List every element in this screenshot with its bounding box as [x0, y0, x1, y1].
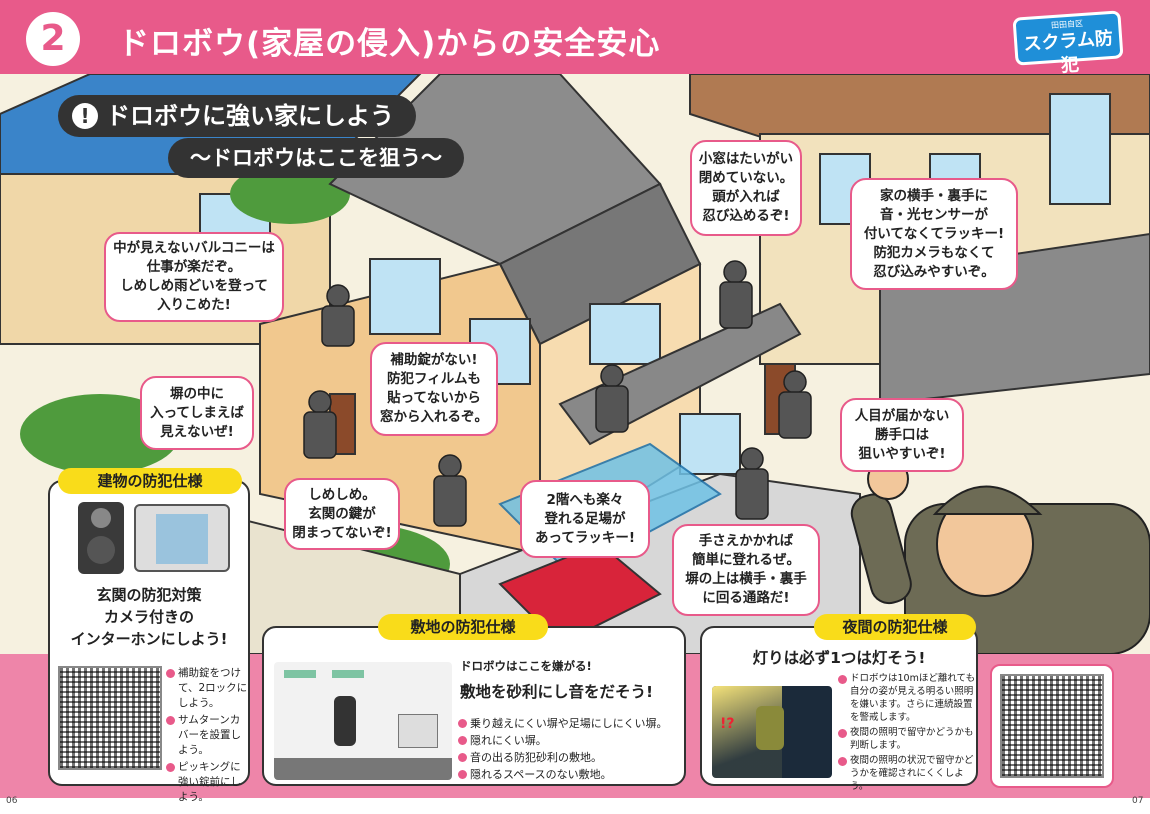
speech-bubble-fence-top: 手さえかかれば 簡単に登れるぜ。 塀の上は横手・裏手 に回る通路だ! — [672, 524, 820, 616]
night-bullet-list: ドロボウは10mほど離れても自分の姿が見える明るい照明を嫌います。さらに連続設置… — [838, 672, 978, 795]
night-panel-tag: 夜間の防犯仕様 — [814, 614, 976, 640]
qr-code-image-right — [1000, 674, 1104, 778]
scene-title: ドロボウに強い家にしよう — [106, 102, 394, 130]
intercom-unit-icon — [78, 502, 124, 574]
building-panel-line1: 玄関の防犯対策 — [96, 586, 202, 604]
page-number-right: 07 — [1132, 796, 1144, 806]
site-bullet-4: 隠れるスペースのない敷地。 — [458, 767, 684, 782]
building-panel-line2: カメラ付きの — [103, 608, 194, 626]
speech-bubble-side-sensors: 家の横手・裏手に 音・光センサーが 付いてなくてラッキー! 防犯カメラもなくて … — [850, 178, 1018, 290]
gravel-illustration — [274, 662, 452, 780]
header-band: 2 ドロボウ(家屋の侵入)からの安全安心 田田自区 スクラム防犯 — [0, 0, 1150, 77]
scene-subtitle-pill: 〜ドロボウはここを狙う〜 — [168, 138, 464, 178]
scrum-bohan-logo: 田田自区 スクラム防犯 — [1012, 10, 1124, 77]
site-panel-tag: 敷地の防犯仕様 — [378, 614, 548, 640]
night-illustration: !? — [712, 686, 832, 778]
building-bullet-1: 補助錠をつけて、2ロックにしよう。 — [166, 666, 250, 711]
building-panel-line3: インターホンにしよう! — [70, 630, 228, 648]
night-bullet-1: ドロボウは10mほど離れても自分の姿が見える明るい照明を嫌います。さらに連続設置… — [838, 672, 978, 724]
site-bullet-2: 隠れにくい塀。 — [458, 733, 684, 748]
exclamation-icon: ! — [72, 103, 98, 129]
building-panel-tag: 建物の防犯仕様 — [58, 468, 242, 494]
speech-bubble-wall: 塀の中に 入ってしまえば 見えないぜ! — [140, 376, 254, 450]
site-bullet-3: 音の出る防犯砂利の敷地。 — [458, 750, 684, 765]
site-security-panel: 敷地の防犯仕様 ドロボウはここを嫌がる! 敷地を砂利にし音をだそう! 乗り越えに… — [262, 614, 686, 786]
site-panel-headline: 敷地を砂利にし音をだそう! — [460, 683, 654, 701]
site-bullet-list: 乗り越えにくい塀や足場にしにくい塀。 隠れにくい塀。 音の出る防犯砂利の敷地。 … — [458, 716, 684, 784]
building-bullet-2: サムターンカバーを設置しよう。 — [166, 713, 250, 758]
speech-bubble-small-window: 小窓はたいがい 閉めていない。 頭が入れば 忍び込めるぞ! — [690, 140, 802, 236]
speech-bubble-back-door: 人目が届かない 勝手口は 狙いやすいぞ! — [840, 398, 964, 472]
speech-bubble-window-lock: 補助錠がない! 防犯フィルムも 貼ってないから 窓から入れるぞ。 — [370, 342, 498, 436]
page-title: ドロボウ(家屋の侵入)からの安全安心 — [118, 26, 661, 62]
speech-bubble-balcony: 中が見えないバルコニーは 仕事が楽だぞ。 しめしめ雨どいを登って 入りこめた! — [104, 232, 284, 322]
speech-bubble-front-door: しめしめ。 玄関の鍵が 閉まってないぞ! — [284, 478, 400, 550]
page-number-left: 06 — [6, 796, 18, 806]
night-surprise-text: !? — [720, 716, 735, 732]
site-panel-subtitle: ドロボウはここを嫌がる! — [460, 659, 592, 673]
scene-title-pill: ! ドロボウに強い家にしよう — [58, 95, 416, 137]
building-qr-code[interactable] — [56, 664, 164, 772]
night-security-panel: 夜間の防犯仕様 灯りは必ず1つは灯そう! !? ドロボウは10mほど離れても自分… — [700, 614, 978, 792]
night-bullet-3: 夜間の照明の状況で留守かどうかを確認されにくくしよう。 — [838, 754, 978, 793]
night-bullet-2: 夜間の照明で留守かどうかも判断します。 — [838, 726, 978, 752]
speech-bubble-foothold: 2階へも楽々 登れる足場が あってラッキー! — [520, 480, 650, 558]
night-qr-code[interactable] — [990, 664, 1114, 788]
building-bullet-list: 補助錠をつけて、2ロックにしよう。 サムターンカバーを設置しよう。 ピッキングに… — [166, 666, 250, 807]
site-bullet-1: 乗り越えにくい塀や足場にしにくい塀。 — [458, 716, 684, 731]
night-panel-headline: 灯りは必ず1つは灯そう! — [752, 649, 926, 667]
building-security-panel: 建物の防犯仕様 玄関の防犯対策 カメラ付きの インターホンにしよう! 補助錠をつ… — [48, 468, 250, 803]
qr-code-image — [58, 666, 162, 770]
section-number: 2 — [26, 12, 80, 66]
building-bullet-3: ピッキングに強い錠前にしよう。 — [166, 760, 250, 805]
intercom-monitor-icon — [134, 504, 230, 572]
